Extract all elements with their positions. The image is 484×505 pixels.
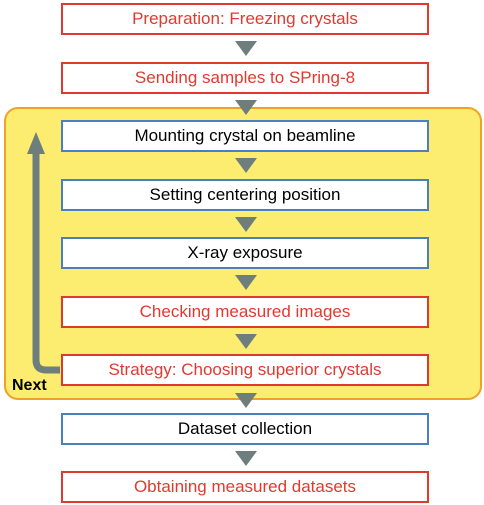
flow-arrow-8 — [235, 451, 257, 466]
loop-back-arrow-head — [27, 132, 45, 154]
step-sending-samples: Sending samples to SPring-8 — [61, 62, 429, 94]
flow-arrow-2 — [235, 100, 257, 115]
flow-arrow-7 — [235, 393, 257, 408]
step-strategy: Strategy: Choosing superior crystals — [61, 354, 429, 386]
flow-arrow-1 — [235, 41, 257, 56]
next-label: Next — [12, 377, 47, 394]
loop-back-arrow-shaft — [32, 154, 60, 374]
flow-arrow-6 — [235, 334, 257, 349]
step-obtaining-datasets: Obtaining measured datasets — [61, 471, 429, 503]
flow-arrow-4 — [235, 217, 257, 232]
step-mounting-crystal: Mounting crystal on beamline — [61, 120, 429, 152]
step-centering-position: Setting centering position — [61, 179, 429, 211]
flow-arrow-3 — [235, 158, 257, 173]
flow-arrow-5 — [235, 275, 257, 290]
step-xray-exposure: X-ray exposure — [61, 237, 429, 269]
step-dataset-collection: Dataset collection — [61, 413, 429, 445]
step-preparation: Preparation: Freezing crystals — [61, 3, 429, 35]
step-checking-images: Checking measured images — [61, 296, 429, 328]
